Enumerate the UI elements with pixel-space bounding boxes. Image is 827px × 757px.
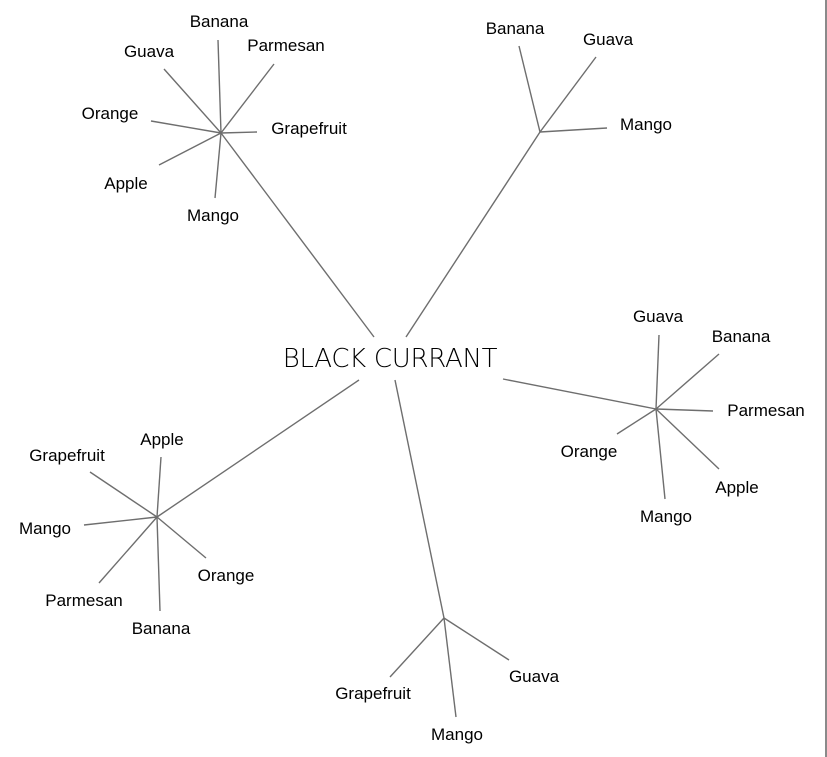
trunk-edge-right bbox=[502, 378, 657, 410]
frame-border bbox=[825, 0, 827, 757]
leaf-node-top-left-mango: Mango bbox=[187, 206, 239, 225]
leaf-edge-bottom-left-banana bbox=[156, 516, 161, 612]
leaf-edge-bottom-left-mango bbox=[83, 516, 158, 526]
leaf-node-top-left-banana: Banana bbox=[190, 12, 249, 31]
leaf-edge-bottom-mango bbox=[443, 617, 457, 718]
leaf-edge-right-orange bbox=[616, 408, 657, 435]
leaf-edge-right-banana bbox=[655, 353, 720, 410]
leaf-edge-right-parmesan bbox=[655, 408, 714, 412]
leaf-node-bottom-guava: Guava bbox=[509, 667, 560, 686]
leaf-edge-right-apple bbox=[655, 408, 720, 470]
trunk-edge-bottom bbox=[394, 379, 445, 619]
leaf-node-bottom-left-grapefruit: Grapefruit bbox=[29, 446, 105, 465]
leaf-node-bottom-left-parmesan: Parmesan bbox=[45, 591, 122, 610]
leaf-node-top-right-mango: Mango bbox=[620, 115, 672, 134]
trunk-edge-bottom-left bbox=[156, 379, 360, 518]
leaf-node-top-right-guava: Guava bbox=[583, 30, 634, 49]
trunk-edge-top-right bbox=[405, 131, 541, 338]
leaf-node-top-left-apple: Apple bbox=[104, 174, 147, 193]
leaf-edge-bottom-guava bbox=[443, 617, 510, 661]
leaf-edge-top-left-banana bbox=[217, 39, 222, 134]
leaf-node-right-parmesan: Parmesan bbox=[727, 401, 804, 420]
leaf-node-right-apple: Apple bbox=[715, 478, 758, 497]
leaf-node-bottom-left-apple: Apple bbox=[140, 430, 183, 449]
leaf-edge-bottom-left-apple bbox=[156, 456, 162, 518]
trunk-edge-top-left bbox=[220, 132, 375, 338]
leaf-node-bottom-left-banana: Banana bbox=[132, 619, 191, 638]
leaf-node-bottom-left-orange: Orange bbox=[198, 566, 255, 585]
leaf-node-top-left-grapefruit: Grapefruit bbox=[271, 119, 347, 138]
leaf-edge-bottom-left-parmesan bbox=[98, 516, 158, 584]
leaf-node-right-mango: Mango bbox=[640, 507, 692, 526]
leaf-edge-top-left-grapefruit bbox=[220, 131, 258, 134]
leaf-edge-bottom-left-grapefruit bbox=[89, 471, 158, 518]
leaf-node-top-right-banana: Banana bbox=[486, 19, 545, 38]
edges-layer bbox=[83, 39, 720, 718]
leaf-node-right-banana: Banana bbox=[712, 327, 771, 346]
root-node-label: BLACK CURRANT bbox=[283, 344, 498, 374]
leaf-edge-top-right-mango bbox=[539, 127, 608, 133]
leaf-node-top-left-parmesan: Parmesan bbox=[247, 36, 324, 55]
leaf-edge-top-left-mango bbox=[214, 132, 222, 199]
leaf-edge-bottom-grapefruit bbox=[389, 617, 445, 678]
leaf-node-bottom-mango: Mango bbox=[431, 725, 483, 744]
leaf-node-right-orange: Orange bbox=[561, 442, 618, 461]
leaf-node-top-left-guava: Guava bbox=[124, 42, 175, 61]
leaf-edge-top-right-guava bbox=[539, 56, 597, 133]
leaf-edge-top-right-banana bbox=[518, 45, 541, 133]
leaf-edge-right-mango bbox=[655, 408, 666, 500]
leaf-node-bottom-grapefruit: Grapefruit bbox=[335, 684, 411, 703]
leaf-edge-right-guava bbox=[655, 334, 660, 410]
leaf-node-right-guava: Guava bbox=[633, 307, 684, 326]
leaf-edge-top-left-parmesan bbox=[220, 63, 275, 134]
leaf-node-bottom-left-mango: Mango bbox=[19, 519, 71, 538]
leaf-edge-bottom-left-orange bbox=[156, 516, 207, 559]
leaf-edge-top-left-apple bbox=[158, 132, 222, 166]
leaf-node-top-left-orange: Orange bbox=[82, 104, 139, 123]
leaf-edge-top-left-orange bbox=[150, 120, 222, 134]
leaf-edge-top-left-guava bbox=[163, 68, 222, 134]
